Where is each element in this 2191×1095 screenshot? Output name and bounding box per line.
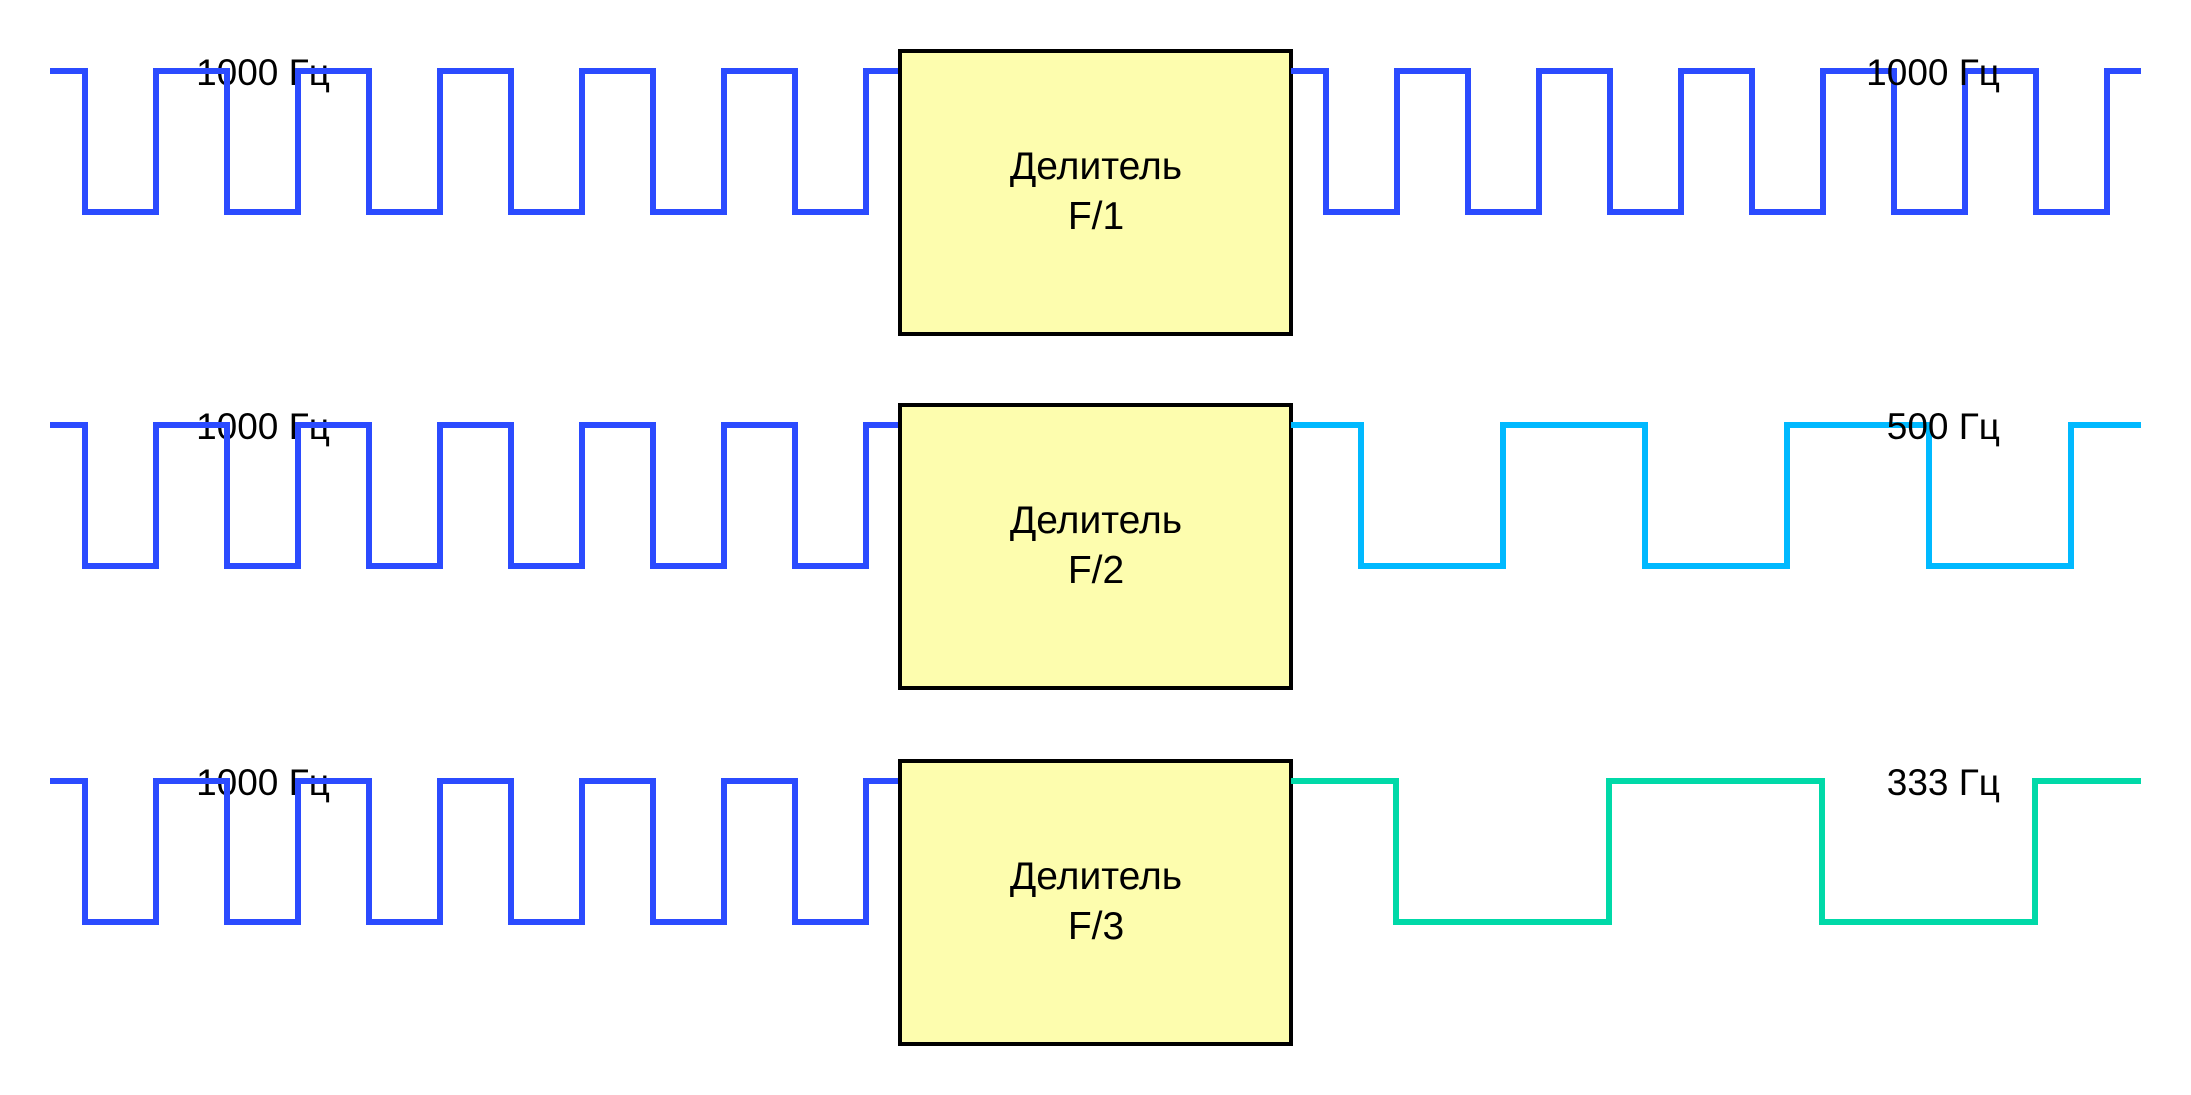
input-square-wave <box>50 422 900 569</box>
output-frequency-label: 500 Гц <box>1887 406 2000 447</box>
divider-box-ratio: F/3 <box>1068 905 1124 948</box>
output-frequency-label: 1000 Гц <box>1866 52 2000 93</box>
divider-box-title: Делитель <box>1010 499 1182 542</box>
divider-box <box>898 49 1293 336</box>
output-square-wave <box>1291 68 2141 215</box>
divider-box <box>898 759 1293 1046</box>
divider-box-title: Делитель <box>1010 855 1182 898</box>
input-square-wave <box>50 68 900 215</box>
divider-row-1: 1000 Гц Делитель F/1 1000 Гц <box>50 49 2141 336</box>
divider-row-2: 1000 Гц Делитель F/2 500 Гц <box>50 403 2141 690</box>
divider-box-ratio: F/1 <box>1068 195 1124 238</box>
divider-box-ratio: F/2 <box>1068 549 1124 592</box>
divider-row-3: 1000 Гц Делитель F/3 333 Гц <box>50 759 2141 1046</box>
output-square-wave <box>1291 422 2141 569</box>
divider-box <box>898 403 1293 690</box>
input-square-wave <box>50 778 900 925</box>
divider-box-title: Делитель <box>1010 145 1182 188</box>
output-square-wave <box>1291 778 2141 925</box>
output-frequency-label: 333 Гц <box>1887 762 2000 803</box>
